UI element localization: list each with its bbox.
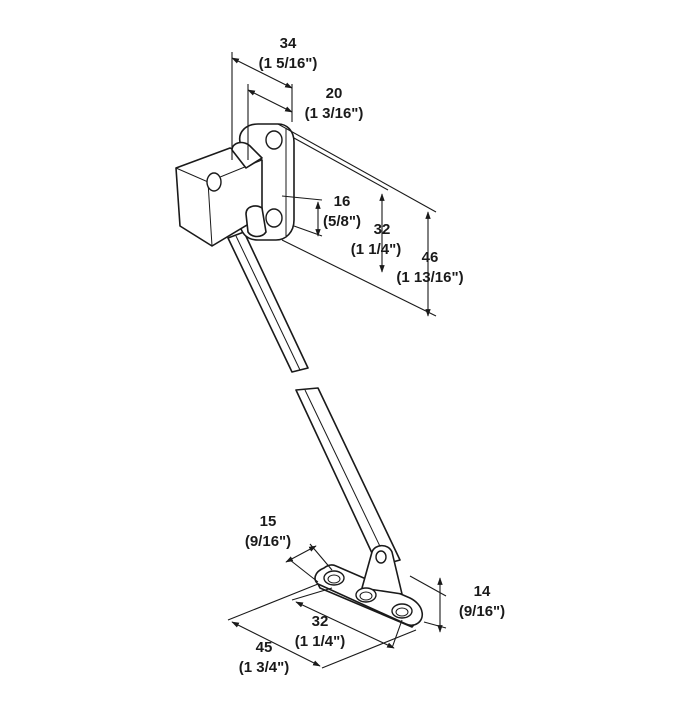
dim-top-hole-spacing: 32 (1 1/4"): [351, 221, 401, 258]
swivel-block: [175, 141, 267, 247]
svg-text:(1 13/16"): (1 13/16"): [396, 269, 463, 286]
base-hole-2: [355, 587, 377, 603]
lower-arm: [295, 387, 401, 567]
dim-top-offset: 20 (1 3/16"): [305, 85, 364, 122]
svg-text:16: 16: [334, 193, 351, 210]
dim-base-length: 45 (1 3/4"): [239, 639, 289, 676]
dim-top-width: 34 (1 5/16"): [259, 35, 318, 72]
dim-top-height: 46 (1 13/16"): [396, 249, 463, 286]
svg-text:(9/16"): (9/16"): [245, 533, 291, 550]
dim-base-width: 14 (9/16"): [459, 583, 505, 620]
top-hole-upper: [265, 130, 283, 150]
svg-text:46: 46: [422, 249, 439, 266]
svg-text:(1 1/4"): (1 1/4"): [295, 633, 345, 650]
svg-text:(9/16"): (9/16"): [459, 603, 505, 620]
svg-text:34: 34: [280, 35, 297, 52]
svg-text:15: 15: [260, 513, 277, 530]
svg-text:(1 3/16"): (1 3/16"): [305, 105, 364, 122]
top-hole-lower: [265, 208, 283, 228]
svg-text:32: 32: [312, 613, 329, 630]
svg-text:45: 45: [256, 639, 273, 656]
svg-text:(1 3/4"): (1 3/4"): [239, 659, 289, 676]
dim-base-hole-spacing: 32 (1 1/4"): [295, 613, 345, 650]
svg-text:(1 1/4"): (1 1/4"): [351, 241, 401, 258]
dim-base-offset: 15 (9/16"): [245, 513, 291, 550]
svg-text:32: 32: [374, 221, 391, 238]
svg-text:20: 20: [326, 85, 343, 102]
base-plate: [314, 544, 424, 628]
base-hole-1: [323, 570, 345, 586]
svg-text:(5/8"): (5/8"): [323, 213, 361, 230]
svg-text:(1 5/16"): (1 5/16"): [259, 55, 318, 72]
upper-arm: [227, 231, 309, 373]
base-hole-3: [391, 603, 413, 619]
svg-text:14: 14: [474, 583, 491, 600]
dim-top-small-height: 16 (5/8"): [323, 193, 361, 230]
